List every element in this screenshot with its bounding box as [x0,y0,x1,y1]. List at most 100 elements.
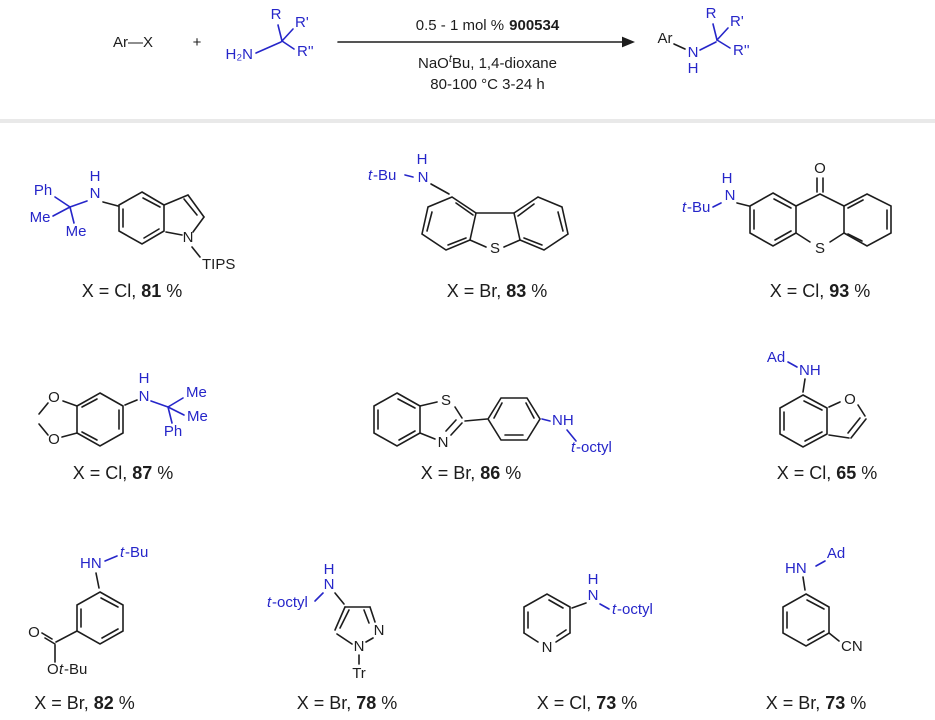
s-label: S [815,240,825,257]
bond-lines [41,555,124,663]
yield-caption: X = Cl,87% [72,463,174,483]
h-label: H [139,370,150,387]
conditions-temp-time: 80-100 °C 3-24 h [430,76,545,93]
n-label: N [725,187,736,204]
yield-caption: X = Br,86% [420,463,522,483]
h-label: H [688,60,699,77]
hn-label: HN [80,555,102,572]
me-label: Me [187,408,208,425]
ph-label: Ph [34,182,52,199]
t-label: t [59,661,64,678]
yield-caption: X = Br,73% [765,693,867,713]
reaction-arrow [337,36,635,48]
bu-label: -Bu [64,661,87,678]
structure-pyridine-toctylamine: H N t -octyl N [523,571,653,656]
bond-lines [782,560,840,647]
n-label: N [418,169,429,186]
product-structure: Ar N H R R' R'' [658,5,750,77]
octyl-label: -octyl [272,594,308,611]
h-label: H [90,168,101,185]
structure-indole-cumylamine: Ph Me Me H N N TIPS [30,168,236,273]
ar-label: Ar [658,30,673,47]
n-label: N [90,185,101,202]
me-label: Me [30,209,51,226]
bu-label: -Bu [687,199,710,216]
yield-caption: X = Br,83% [446,281,548,301]
tips-label: TIPS [202,256,235,273]
bond-lines [712,177,892,247]
r-prime-label: R' [730,13,744,30]
structure-tbu-benzoate-tbuamine: HN t -Bu O O t -Bu [28,544,148,678]
ph-label: Ph [164,423,182,440]
yield-caption: X = Cl,73% [536,693,638,713]
r-doubleprime-label: R'' [297,43,314,60]
yield-caption: X = Cl,65% [776,463,878,483]
t-label: t [368,167,373,184]
t-label: t [267,594,272,611]
bond-lines [373,392,577,447]
n-label: N [588,587,599,604]
ad-label: Ad [827,545,845,562]
n-label: N [139,388,150,405]
bond-lines [404,174,569,251]
tr-label: Tr [352,665,366,682]
bu-label: -Bu [125,544,148,561]
yield-caption: X = Cl,81% [81,281,183,301]
me-label: Me [66,223,87,240]
t-label: t [120,544,125,561]
structure-thioxanthone-tbuamine: t -Bu H N O S [682,160,892,257]
ring-n1-label: N [354,638,365,655]
octyl-label: -octyl [617,601,653,618]
ester-o-label: O [47,661,59,678]
section-divider [0,119,935,123]
structure-benzothiazole-phenyl-toctylamine: S N NH t -octyl [373,392,612,456]
structure-benzodioxole-cumylamine: O O H N Me Me Ph [38,370,208,448]
t-label: t [571,439,576,456]
h-label: H [588,571,599,588]
me-label: Me [186,384,207,401]
structure-dibenzothiophene-tbuamine: t -Bu H N S [368,151,569,257]
hn-label: HN [785,560,807,577]
r-doubleprime-label: R'' [733,42,750,59]
h-label: H [324,561,335,578]
n-label: N [438,434,449,451]
bond-lines [314,592,376,665]
n-label: N [688,44,699,61]
nh-label: NH [552,412,574,429]
reaction-equation: Ar—X + H₂N R R' R'' Ar N H R [113,5,750,77]
r-prime-label: R' [295,14,309,31]
catalyst-number: 900534 [509,17,560,34]
h2n-label: H₂N [226,46,254,63]
catalyst-loading: 0.5 - 1 mol % [415,17,505,34]
nh-label: NH [799,362,821,379]
carbonyl-o-label: O [814,160,826,177]
bu-label: -Bu [373,167,396,184]
o-label: O [48,389,60,406]
h-label: H [417,151,428,168]
n-label: N [324,576,335,593]
aryl-halide-label: Ar—X [113,34,153,51]
ring-n-label: N [183,229,194,246]
yield-caption: X = Br,78% [296,693,398,713]
structure-benzofuran-adamantylamine: Ad NH O [767,349,867,448]
yield-caption: X = Cl,93% [769,281,871,301]
structure-trityl-pyrazole-toctylamine: t -octyl H N N N Tr [267,561,384,682]
bond-lines [52,191,205,258]
o-label: O [844,391,856,408]
ring-n-label: N [542,639,553,656]
conditions-catalyst: 0.5 - 1 mol %900534 [340,17,635,34]
bond-lines [38,392,185,447]
conditions-base-solvent: NaOtBu, 1,4-dioxane [418,53,557,72]
bond-lines [779,361,867,448]
h-label: H [722,170,733,187]
s-label: S [441,392,451,409]
t-label: t [682,199,687,216]
carbonyl-o-label: O [28,624,40,641]
bond-lines [523,593,610,643]
octyl-label: -octyl [576,439,612,456]
cn-label: CN [841,638,863,655]
o-label: O [48,431,60,448]
yield-caption: X = Br,82% [34,693,135,713]
r-label: R [271,6,282,23]
